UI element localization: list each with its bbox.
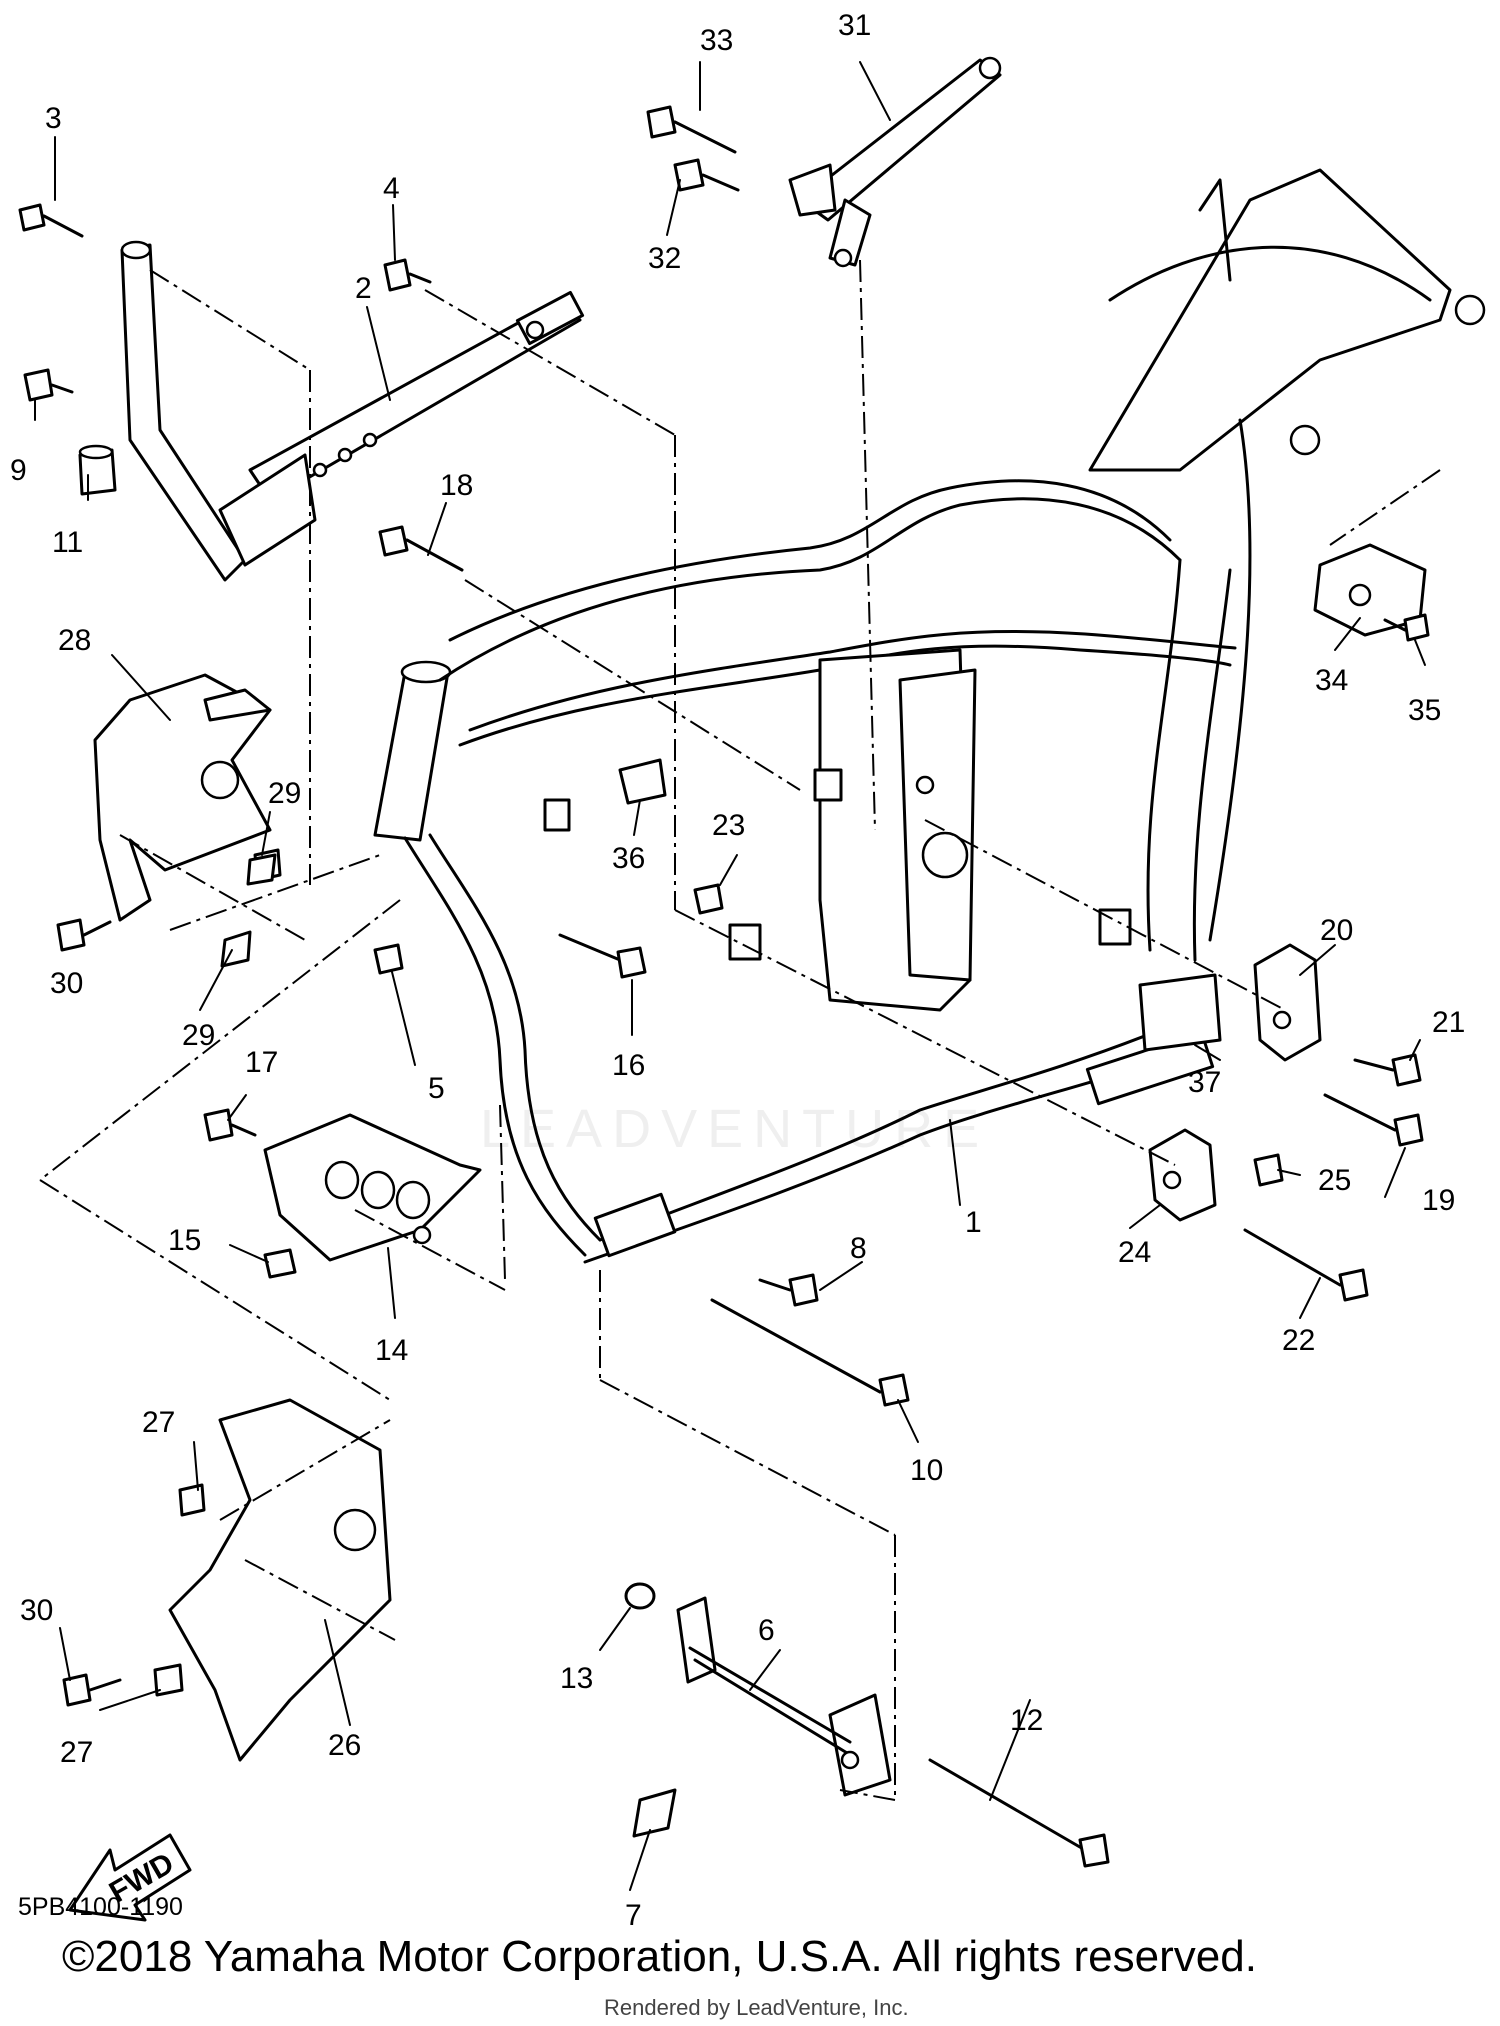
nut-5 [373, 943, 404, 975]
callout-3: 3 [45, 102, 62, 135]
bolt-22 [1243, 1228, 1369, 1302]
bracket-6 [676, 1596, 892, 1797]
callout-13: 13 [560, 1662, 593, 1695]
bolt-21 [1353, 1053, 1422, 1087]
callout-31: 31 [838, 9, 871, 42]
bolt-4 [383, 258, 432, 292]
engine-mount-bracket [263, 1113, 482, 1262]
callout-20: 20 [1320, 914, 1353, 947]
bolt-30-upper [56, 918, 112, 952]
callout-21: 21 [1432, 1006, 1465, 1039]
damper-34 [1313, 543, 1427, 637]
callout-33: 33 [700, 24, 733, 57]
bolt-10 [710, 1298, 910, 1407]
callout-6: 6 [758, 1614, 775, 1647]
callout-30: 30 [50, 967, 83, 1000]
nut-15 [263, 1248, 297, 1279]
bolt-33 [646, 105, 737, 154]
callout-17: 17 [245, 1046, 278, 1079]
nut-23 [693, 883, 724, 915]
bolt-16 [558, 933, 647, 979]
callout-24: 24 [1118, 1236, 1151, 1269]
callout-leaders [34, 61, 1426, 1891]
callout-5: 5 [428, 1072, 445, 1105]
callout-12: 12 [1010, 1704, 1043, 1737]
callout-26: 26 [328, 1729, 361, 1762]
callout-15: 15 [168, 1224, 201, 1257]
callout-4: 4 [383, 172, 400, 205]
callout-8: 8 [850, 1232, 867, 1265]
callout-1: 1 [965, 1206, 982, 1239]
clip-29-upper [246, 853, 277, 886]
callout-2: 2 [355, 272, 372, 305]
callout-16: 16 [612, 1049, 645, 1082]
bolt-17 [203, 1108, 257, 1142]
callout-37: 37 [1188, 1066, 1221, 1099]
callout-23: 23 [712, 809, 745, 842]
diagram-code: 5PB4100-1190 [18, 1893, 183, 1921]
leader-lines [39, 259, 1441, 1801]
main-frame [373, 168, 1486, 1264]
callout-11: 11 [52, 526, 83, 559]
callout-25: 25 [1318, 1164, 1351, 1197]
callout-35: 35 [1408, 694, 1441, 727]
bracket-20 [1253, 943, 1322, 1062]
bolt-25 [1253, 1153, 1284, 1187]
rendered-by-credit: Rendered by LeadVenture, Inc. [604, 1995, 909, 2020]
callout-27: 27 [142, 1406, 175, 1439]
washer-13 [624, 1582, 656, 1610]
leadventure-watermark: LEADVENTURE [480, 1099, 990, 1159]
bolt-12 [928, 1758, 1110, 1868]
callout-27-lower: 27 [60, 1736, 93, 1769]
callout-29: 29 [268, 777, 301, 810]
callout-22: 22 [1282, 1324, 1315, 1357]
callout-9: 9 [10, 454, 27, 487]
screw-35 [1383, 613, 1430, 642]
hanger-bar [120, 240, 317, 582]
bolt-18 [378, 525, 464, 572]
callout-36: 36 [612, 842, 645, 875]
bolt-8 [758, 1273, 819, 1307]
callout-29-lower: 29 [182, 1019, 215, 1052]
callout-18: 18 [440, 469, 473, 502]
callout-14: 14 [375, 1334, 408, 1367]
bracket-24 [1148, 1128, 1217, 1222]
bolt-32 [673, 158, 740, 192]
top-brace [788, 56, 1002, 268]
bolt-3 [18, 203, 84, 238]
callout-34: 34 [1315, 664, 1348, 697]
copyright-notice: ©2018 Yamaha Motor Corporation, U.S.A. A… [62, 1932, 1257, 1981]
caution-label [618, 758, 667, 805]
label-plate [1138, 973, 1222, 1052]
callout-19: 19 [1422, 1184, 1455, 1217]
callout-30-lower: 30 [20, 1594, 53, 1627]
callout-10: 10 [910, 1454, 943, 1487]
callout-32: 32 [648, 242, 681, 275]
callout-numbers: 1 2 3 4 5 6 7 8 9 10 11 12 13 14 15 16 1… [10, 9, 1465, 1932]
clip-7 [632, 1788, 677, 1838]
bolt-9 [23, 368, 74, 402]
callout-28: 28 [58, 624, 91, 657]
bolt-19 [1323, 1093, 1424, 1147]
bolt-30-lower [62, 1673, 122, 1707]
collar [78, 444, 117, 496]
callout-7: 7 [625, 1899, 642, 1932]
left-cover-lower [153, 1398, 392, 1762]
